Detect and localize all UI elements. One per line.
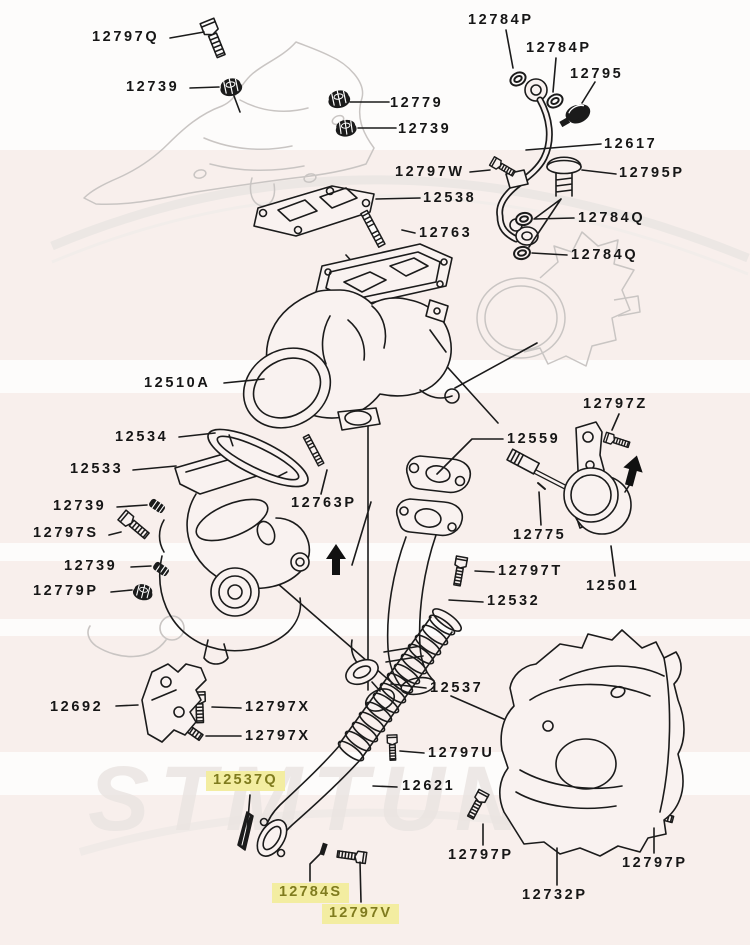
leader-lines xyxy=(108,29,655,903)
heat-shield-12732P xyxy=(499,629,685,857)
plug-12795P xyxy=(546,156,582,197)
ghost-turbo-inlet xyxy=(476,231,641,367)
exhaust-manifold xyxy=(158,443,311,665)
gasket-12538 xyxy=(253,185,375,237)
ghost-heat-shield xyxy=(83,41,375,207)
gasket-12559 xyxy=(405,455,472,494)
downpipe-12621 xyxy=(256,608,462,858)
watermark-swoosh xyxy=(50,175,750,263)
oil-feed-pipe xyxy=(496,78,553,246)
plug-12795 xyxy=(559,104,591,128)
wastegate-actuator-12501 xyxy=(506,421,633,535)
up-arrow-icon xyxy=(326,544,346,575)
gasket-12534 xyxy=(207,428,309,488)
up-arrow-icon-2 xyxy=(623,455,643,487)
ghost-wire xyxy=(87,615,185,658)
turbocharger-12510A xyxy=(242,243,460,431)
downpipe-12532 xyxy=(383,498,464,696)
bracket-12692 xyxy=(141,663,207,743)
